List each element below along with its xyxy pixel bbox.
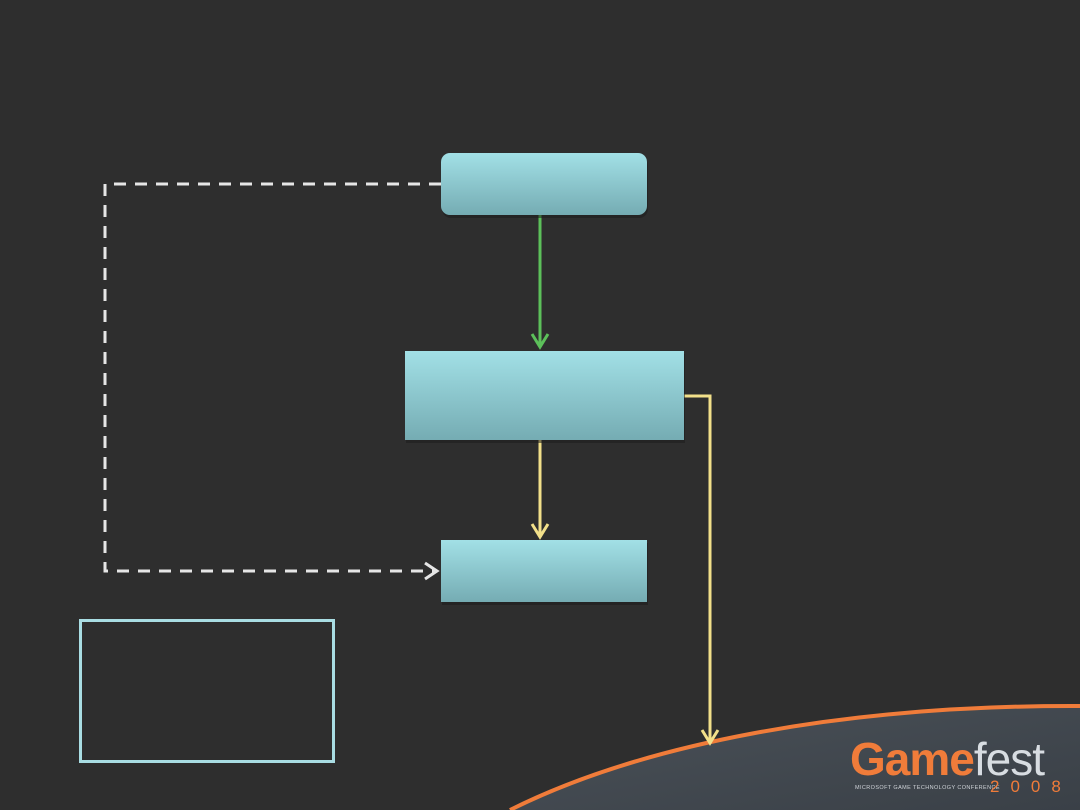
dashed-connector	[103, 182, 441, 573]
bottom-box	[441, 540, 648, 605]
yellow-arrowhead	[530, 523, 550, 540]
yellow-side-connector	[684, 394, 712, 742]
logo-wordmark: Gamefest	[850, 733, 1045, 785]
green-arrowhead	[530, 333, 550, 350]
gamefest-logo: Gamefest MICROSOFT GAME TECHNOLOGY CONFE…	[850, 733, 1065, 803]
footer-wave-accent	[509, 703, 1080, 810]
logo-word-fest: fest	[973, 733, 1045, 785]
logo-year: 2008	[990, 777, 1072, 796]
logo-tagline: MICROSOFT GAME TECHNOLOGY CONFERENCE	[855, 785, 1000, 791]
middle-box	[405, 351, 685, 443]
top-box	[441, 153, 648, 218]
legend-box	[79, 619, 335, 763]
logo-word-game: Game	[850, 733, 975, 785]
yellow-side-arrowhead	[700, 729, 720, 746]
dashed-arrowhead	[424, 561, 440, 581]
footer-wave	[510, 705, 1080, 810]
